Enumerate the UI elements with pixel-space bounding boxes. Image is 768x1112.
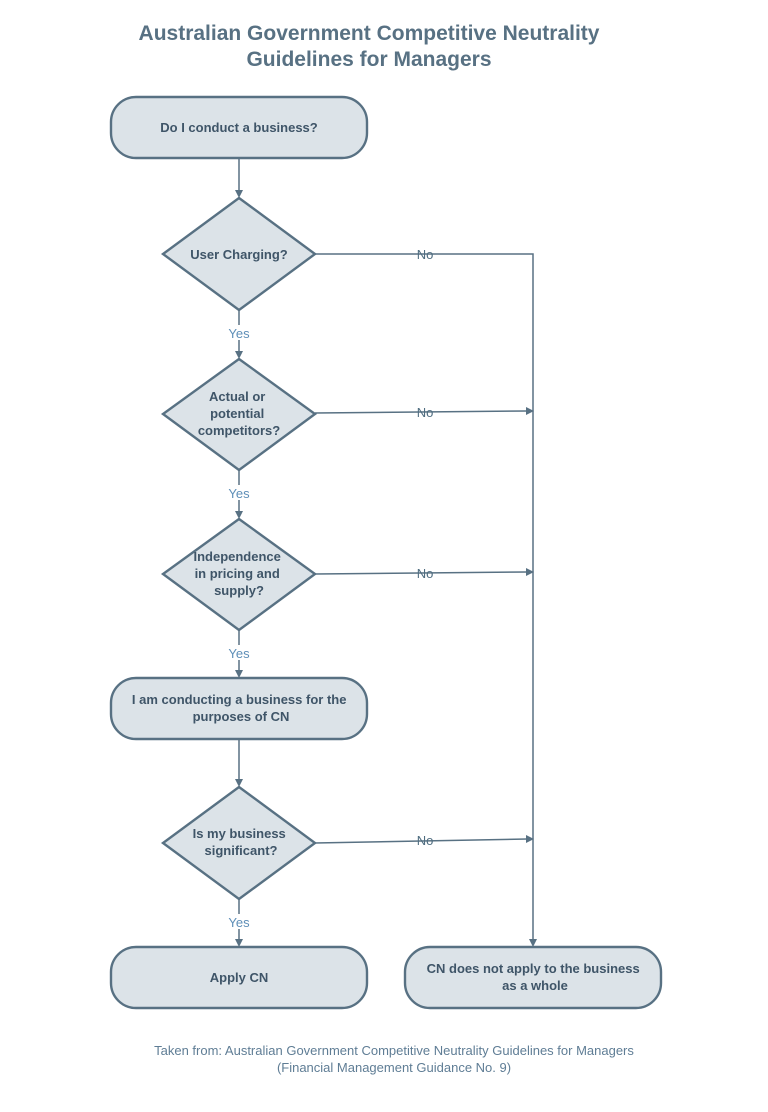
node-conducting: I am conducting a business for the purpo… [109, 676, 369, 741]
arrowhead [526, 568, 534, 576]
edge-label-no: No [417, 833, 434, 848]
label-bg [226, 325, 253, 340]
edge-label-no: No [417, 566, 434, 581]
node-start-text: Do I conduct a business? [160, 120, 318, 135]
node-not-apply-shape [403, 945, 663, 1010]
arrowhead [526, 835, 534, 843]
node-user-charging-shape [160, 196, 318, 312]
edge-label-yes: Yes [228, 915, 250, 930]
footnote-line-2: (Financial Management Guidance No. 9) [276, 1060, 512, 1075]
arrowhead [529, 939, 537, 947]
node-significant: Is my business significant? [160, 785, 318, 901]
node-independence-text: Independence in pricing and supply? [193, 549, 284, 598]
node-significant-shape [160, 785, 318, 901]
edge-label-yes: Yes [228, 326, 250, 341]
arrowhead [235, 511, 243, 519]
node-competitors-text: Actual or potential competitors? [198, 389, 280, 438]
node-start-shape [109, 95, 369, 160]
edge-label-no: No [417, 247, 434, 262]
node-apply-cn: Apply CN [109, 945, 369, 1010]
node-apply-cn-text: Apply CN [210, 970, 269, 985]
label-bg [226, 485, 253, 500]
title-line-1: Australian Government Competitive Neutra… [138, 22, 600, 45]
node-user-charging: User Charging? [160, 196, 318, 312]
edge-label-yes: Yes [228, 486, 250, 501]
edge-label-no: No [417, 405, 434, 420]
node-independence-shape [160, 517, 318, 632]
edge-independence-no [314, 571, 528, 575]
node-conducting-shape [109, 676, 369, 741]
node-conducting-text: I am conducting a business for the purpo… [132, 692, 350, 724]
node-apply-cn-shape [109, 945, 369, 1010]
arrowhead [235, 939, 243, 947]
node-user-charging-text: User Charging? [190, 247, 288, 262]
node-competitors-shape [160, 357, 318, 472]
label-bg [226, 645, 253, 660]
label-bg [226, 914, 253, 929]
arrowhead [235, 190, 243, 198]
title-line-2: Guidelines for Managers [246, 48, 492, 71]
node-independence: Independence in pricing and supply? [160, 517, 318, 632]
node-not-apply-text: CN does not apply to the business as a w… [427, 961, 644, 993]
footnote-line-1: Taken from: Australian Government Compet… [154, 1043, 634, 1058]
node-not-apply: CN does not apply to the business as a w… [403, 945, 663, 1010]
edge-label-yes: Yes [228, 646, 250, 661]
page-title: Australian Government Competitive Neutra… [84, 21, 654, 73]
arrowhead [235, 351, 243, 359]
edge-significant-no [314, 838, 528, 844]
arrowhead [235, 670, 243, 678]
edge-competitors-no [314, 410, 528, 414]
node-competitors: Actual or potential competitors? [160, 357, 318, 472]
source-footnote: Taken from: Australian Government Compet… [94, 1042, 694, 1076]
node-start: Do I conduct a business? [109, 95, 369, 160]
arrowhead [526, 407, 534, 415]
edge-user-charging-no [315, 253, 534, 940]
edge-labels: Yes Yes Yes Yes No No No No [226, 247, 433, 930]
node-significant-text: Is my business significant? [193, 826, 290, 858]
arrowhead [235, 779, 243, 787]
